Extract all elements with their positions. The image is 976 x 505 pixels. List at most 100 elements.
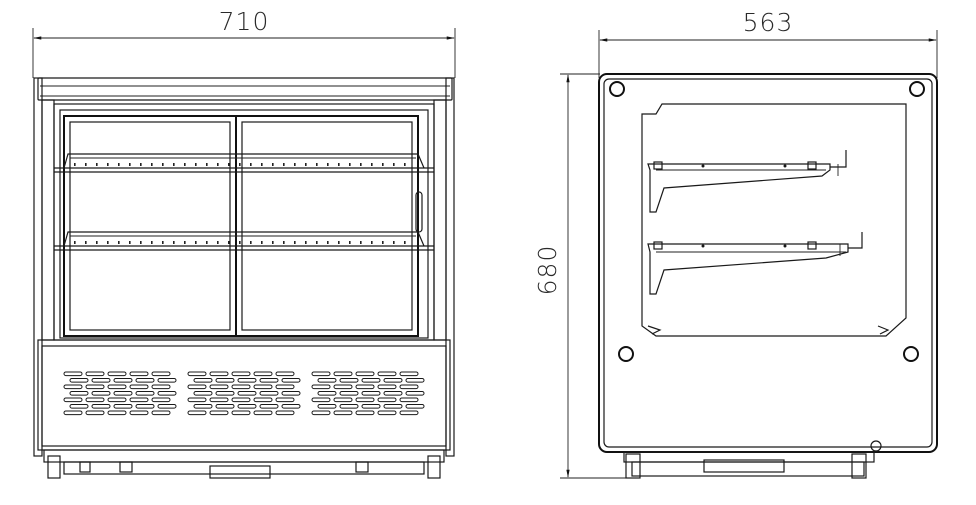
height-label: 680	[533, 245, 562, 296]
vent-slot	[157, 378, 177, 383]
vent-slot	[377, 371, 397, 377]
front-view	[33, 77, 455, 479]
vent-slot	[107, 384, 127, 390]
vent-slot	[151, 384, 171, 390]
shelf-dot	[74, 163, 76, 166]
vent-slot	[253, 371, 273, 377]
vent-slot	[317, 391, 337, 396]
shelf-dot	[360, 241, 362, 244]
vent-slot	[253, 410, 273, 416]
vent-slot	[209, 384, 229, 390]
shelf-dot	[195, 241, 197, 244]
shelf-dot	[261, 241, 263, 244]
vent-slot	[113, 378, 133, 383]
shelf-dot	[85, 163, 87, 166]
shelf-dot	[173, 241, 175, 244]
vent-slot	[69, 391, 89, 396]
vent-slot	[135, 404, 155, 409]
vent-slot	[361, 391, 381, 396]
shelf-dot	[305, 241, 307, 244]
vent-slot	[215, 404, 235, 409]
shelf-dot	[184, 241, 186, 244]
shelf-dot	[118, 241, 120, 244]
shelf-dot	[316, 241, 318, 244]
vent-slot	[383, 378, 403, 383]
shelf-dot	[382, 163, 384, 166]
shelf-dot	[393, 241, 395, 244]
shelf-dot	[338, 241, 340, 244]
shelf-dot	[349, 241, 351, 244]
vent-slot	[193, 391, 213, 396]
corner-hole-tl	[609, 81, 625, 97]
shelf-dot	[85, 241, 87, 244]
vent-slot	[405, 391, 425, 396]
vent-slot	[275, 410, 295, 416]
vent-slot	[311, 384, 331, 390]
vent-slot	[113, 404, 133, 409]
vent-slot	[237, 378, 257, 383]
shelf-dot	[140, 163, 142, 166]
shelf-dot	[371, 241, 373, 244]
vent-slot	[215, 391, 235, 396]
shelf-dot	[305, 163, 307, 166]
vent-slot	[355, 371, 375, 377]
vent-slot	[209, 410, 229, 416]
shelf-dot	[151, 163, 153, 166]
shelf-dot	[173, 163, 175, 166]
vent-slot	[63, 371, 83, 377]
shelf-dot	[107, 241, 109, 244]
vent-slot	[129, 371, 149, 377]
vent-slot	[237, 404, 257, 409]
shelf-dot	[382, 241, 384, 244]
vent-slot	[333, 397, 353, 403]
shelf-dot	[239, 163, 241, 166]
shelf-dot	[404, 163, 406, 166]
vent-slot	[355, 410, 375, 416]
vent-slot	[157, 391, 177, 396]
vent-slot	[91, 378, 111, 383]
vent-grilles	[63, 371, 425, 416]
vent-slot	[377, 384, 397, 390]
vent-slot	[377, 410, 397, 416]
shelf-dot	[393, 163, 395, 166]
shelf-dot	[250, 163, 252, 166]
vent-slot	[339, 391, 359, 396]
vent-slot	[151, 397, 171, 403]
shelf-dots	[74, 163, 406, 244]
shelf-dot	[217, 241, 219, 244]
vent-slot	[281, 391, 301, 396]
vent-slot	[339, 378, 359, 383]
vent-slot	[275, 397, 295, 403]
front-shelf-lower	[54, 231, 434, 251]
vent-slot	[355, 384, 375, 390]
side-shelf-upper	[647, 150, 847, 213]
vent-slot	[85, 384, 105, 390]
corner-hole-br	[903, 346, 919, 362]
vent-slot	[355, 397, 375, 403]
vent-slot	[135, 378, 155, 383]
shelf-dot	[261, 163, 263, 166]
shelf-dot	[239, 241, 241, 244]
vent-slot	[333, 371, 353, 377]
corner-hole-tr	[909, 81, 925, 97]
shelf-dot	[272, 163, 274, 166]
shelf-dot	[294, 163, 296, 166]
shelf-dot	[140, 241, 142, 244]
vent-slot	[63, 384, 83, 390]
vent-slot	[275, 384, 295, 390]
vent-slot	[259, 378, 279, 383]
vent-slot	[259, 391, 279, 396]
shelf-dot	[283, 163, 285, 166]
shelf-dot	[96, 241, 98, 244]
vent-slot	[85, 397, 105, 403]
vent-slot	[193, 404, 213, 409]
vent-slot	[311, 410, 331, 416]
width-dimension: 710	[32, 7, 456, 78]
vent-slot	[85, 371, 105, 377]
vent-slot	[129, 410, 149, 416]
side-view	[598, 73, 938, 479]
shelf-dot	[283, 241, 285, 244]
vent-slot	[237, 391, 257, 396]
shelf-dot	[404, 241, 406, 244]
